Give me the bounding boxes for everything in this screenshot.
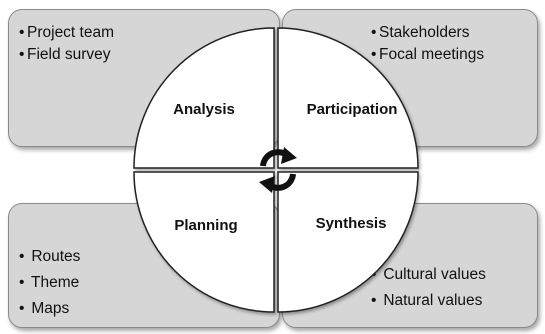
list-item-text: Stakeholders <box>379 24 470 41</box>
list-item: • Maps <box>19 300 70 317</box>
list-item: • Routes <box>19 248 81 265</box>
quadrant-planning <box>133 171 275 313</box>
cycle-arrows-icon <box>259 147 297 193</box>
list-item-text: Focal meetings <box>379 46 485 63</box>
list-item-text: Theme <box>31 274 80 291</box>
box-top-right-list: •Stakeholders •Focal meetings <box>371 22 484 66</box>
quadrant-label-planning: Planning <box>174 217 237 234</box>
list-item-text: Natural values <box>383 292 483 309</box>
list-item: •Focal meetings <box>371 46 485 63</box>
list-item-text: Routes <box>31 248 81 265</box>
list-item: •Project team <box>19 24 115 41</box>
list-item-text: Maps <box>31 300 70 317</box>
quadrant-synthesis <box>277 171 419 313</box>
box-bottom-left-list: • Routes • Theme • Maps <box>19 244 80 322</box>
quadrant-label-participation: Participation <box>307 101 398 118</box>
list-item: •Field survey <box>19 46 111 63</box>
box-bottom-right-list: • Cultural values • Natural values <box>371 262 486 314</box>
list-item-text: Project team <box>27 24 115 41</box>
list-item: •Stakeholders <box>371 24 470 41</box>
list-item-text: Field survey <box>27 46 111 63</box>
quadrant-analysis <box>133 27 275 169</box>
list-item-text: Cultural values <box>383 266 486 283</box>
quadrant-label-analysis: Analysis <box>173 101 235 118</box>
list-item: • Natural values <box>371 292 483 309</box>
box-top-left-list: •Project team •Field survey <box>19 22 114 66</box>
list-item: • Theme <box>19 274 80 291</box>
quadrant-participation <box>277 27 419 169</box>
quadrant-label-synthesis: Synthesis <box>316 215 387 232</box>
